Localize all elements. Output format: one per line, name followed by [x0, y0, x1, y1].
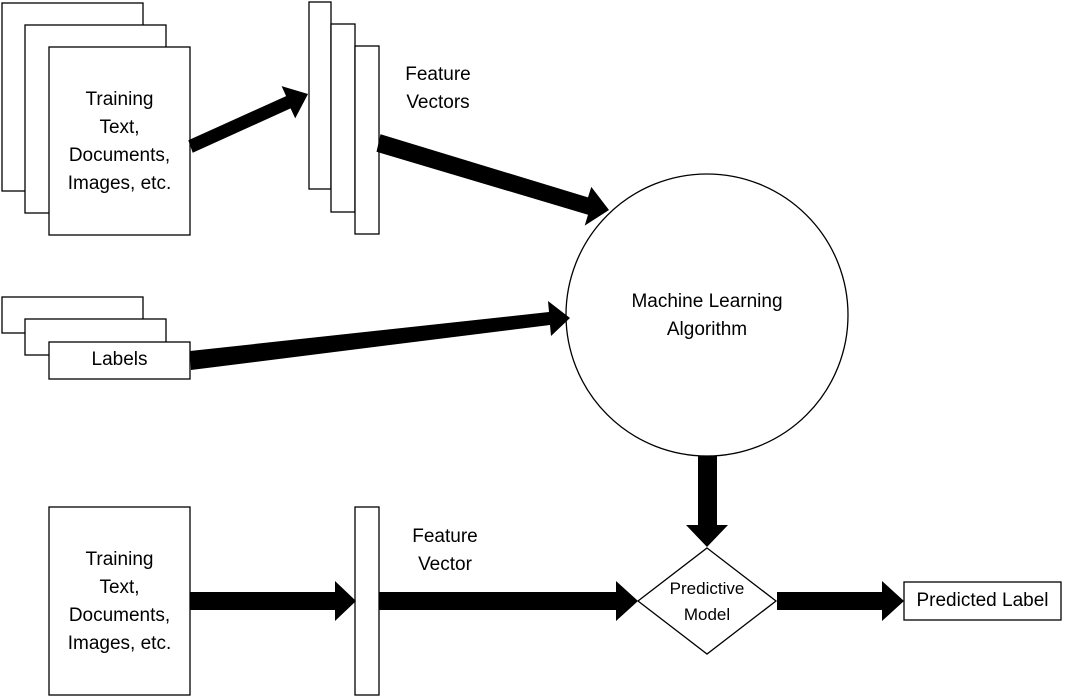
arrow-features-to-ml	[376, 134, 609, 226]
feature-vectors-line: Feature	[405, 64, 471, 85]
arrow-docs-to-features	[188, 86, 308, 153]
feature-vector-bar-back	[308, 1, 332, 190]
predictive-model-line: Predictive	[669, 579, 745, 598]
arrow-labels-to-ml	[190, 301, 570, 370]
new-input-text: Training Text, Documents, Images, etc.	[49, 546, 190, 658]
new-input-line: Images, etc.	[67, 633, 172, 654]
ml-algorithm-line: Algorithm	[666, 319, 748, 340]
training-input-text: Training Text, Documents, Images, etc.	[49, 86, 190, 198]
arrow-model-to-label	[777, 581, 904, 621]
training-documents-stack	[1, 2, 191, 236]
feature-vector-bar-front	[354, 45, 380, 235]
training-input-line: Documents,	[68, 145, 171, 166]
ml-algorithm-line: Machine Learning	[631, 291, 783, 312]
arrow-doc-to-feature-vector	[190, 581, 356, 621]
arrows	[188, 86, 904, 621]
labels-label: Labels	[91, 349, 148, 370]
feature-vector-bar	[354, 506, 380, 696]
feature-vector-text: Feature Vector	[395, 523, 495, 579]
predicted-label-value: Predicted Label	[916, 590, 1049, 611]
new-input-line: Training	[85, 549, 154, 570]
predictive-model-line: Model	[683, 605, 731, 624]
ml-algorithm-text: Machine Learning Algorithm	[597, 288, 817, 344]
labels-stack	[1, 296, 191, 380]
new-input-line: Documents,	[68, 605, 171, 626]
training-input-line: Text,	[99, 117, 140, 138]
arrow-feature-vector-to-model	[379, 581, 638, 621]
feature-vector-line: Feature	[412, 526, 478, 547]
predictive-model-diamond	[636, 547, 778, 655]
training-input-line: Images, etc.	[67, 173, 172, 194]
new-input-line: Text,	[99, 577, 140, 598]
arrow-ml-to-model	[686, 456, 728, 547]
predicted-label-box	[903, 581, 1062, 621]
feature-vectors-text: Feature Vectors	[390, 61, 486, 117]
labels-text: Labels	[49, 346, 190, 374]
training-document-front	[48, 46, 191, 236]
feature-vectors-stack	[308, 1, 380, 235]
labels-card-front	[48, 341, 191, 380]
predicted-label-text: Predicted Label	[904, 587, 1061, 615]
predictive-model-text: Predictive Model	[647, 576, 767, 628]
training-input-line: Training	[85, 89, 154, 110]
feature-vector-line: Vector	[418, 554, 472, 575]
new-document	[48, 506, 191, 696]
feature-vectors-line: Vectors	[406, 92, 470, 113]
feature-vector-bar-middle	[330, 23, 356, 213]
